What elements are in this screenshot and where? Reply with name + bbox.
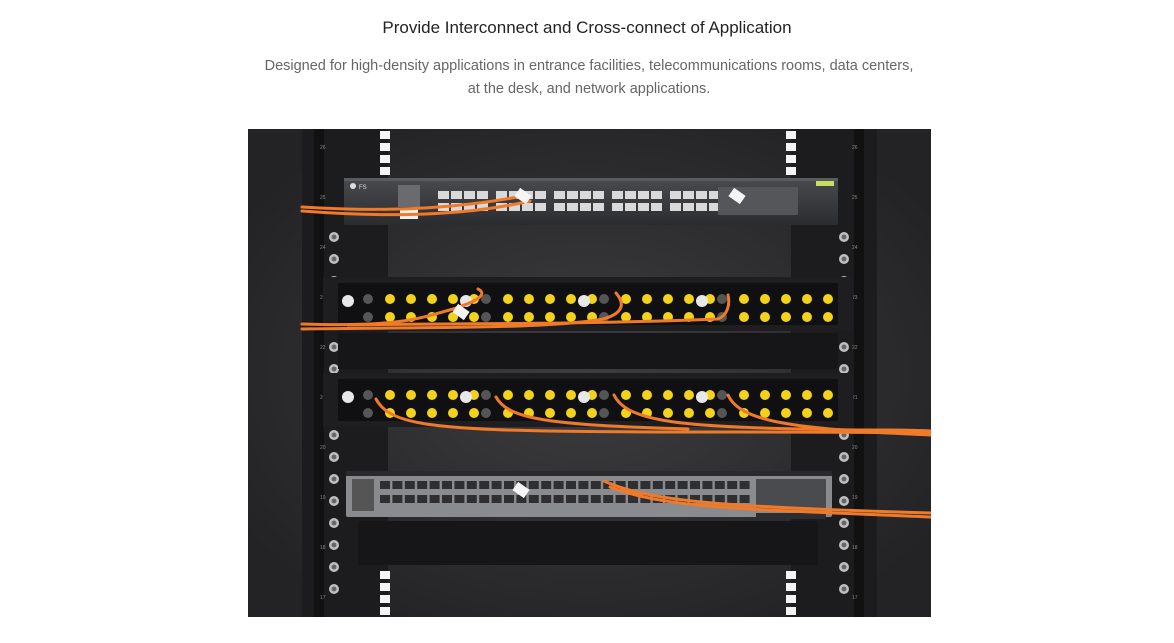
rack-unit-label: 25 (852, 195, 858, 201)
section-title: Provide Interconnect and Cross-connect o… (382, 18, 792, 37)
rack-unit-label: 18 (320, 545, 326, 551)
rack-unit-label: 23 (852, 295, 858, 301)
rack-unit-label: 21 (852, 395, 858, 401)
brand-logo: FS (359, 185, 367, 191)
blank-panel-2 (358, 521, 818, 565)
rack-unit-label: 20 (852, 445, 858, 451)
rack-illustration: 26 26 25 25 24 24 23 23 22 22 21 21 20 20 19 19 18 18 17 17… (248, 129, 931, 617)
rack-unit-label: 26 (320, 145, 326, 151)
rack-unit-label: 20 (320, 445, 326, 451)
rack-unit-label: 25 (320, 195, 326, 201)
rack-unit-label: 24 (320, 245, 326, 251)
blank-panel-1 (338, 333, 838, 369)
rack-unit-label: 26 (852, 145, 858, 151)
bottom-switch (346, 471, 832, 519)
rack-unit-label: 18 (852, 545, 858, 551)
rack-unit-label: 17 (852, 595, 858, 601)
fiber-patch-cords (300, 193, 931, 519)
rack-unit-label: 22 (852, 345, 858, 351)
rack-slots (380, 131, 796, 615)
rack-unit-label: 17 (320, 595, 326, 601)
rack-unit-label: 23 (320, 295, 326, 301)
rack-unit-label: 24 (852, 245, 858, 251)
cable-tags (452, 187, 746, 499)
rack-unit-labels: 26 26 25 25 24 24 23 23 22 22 21 21 20 20 19 19 18 18 17 17 (320, 145, 858, 601)
rack-unit-label: 19 (852, 495, 858, 501)
rack-unit-label: 21 (320, 395, 326, 401)
rack-photo: 26 26 25 25 24 24 23 23 22 22 21 21 20 20 19 19 18 18 17 17… (248, 129, 931, 617)
rack-unit-label: 19 (320, 495, 326, 501)
section-subtitle: Designed for high-density applications i… (264, 58, 914, 97)
rack-unit-label: 22 (320, 345, 326, 351)
top-switch: FS (344, 178, 838, 225)
